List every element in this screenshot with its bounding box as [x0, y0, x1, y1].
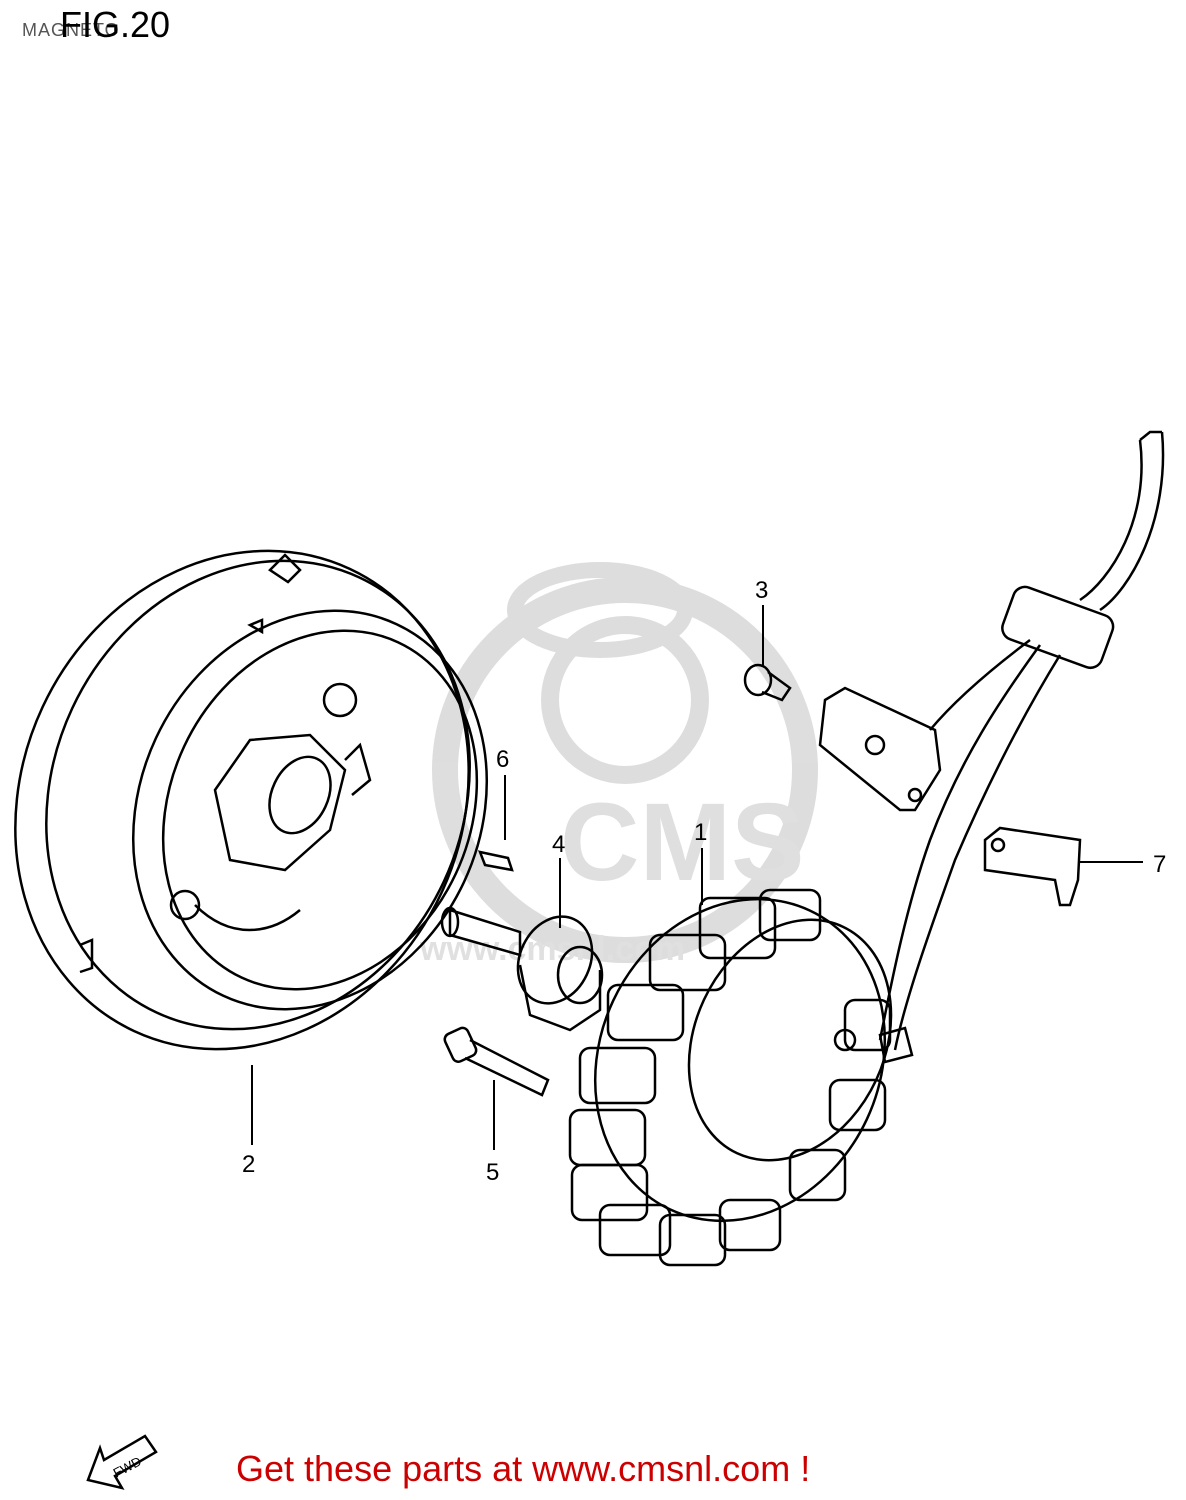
watermark-text: CMS — [560, 781, 804, 904]
wire-harness — [878, 430, 1165, 1064]
flywheel-rotor — [14, 549, 489, 1051]
callout-4: 4 — [552, 831, 565, 858]
watermark-url: www.cmsnl.com — [419, 930, 685, 968]
figure-title: FIG.20 — [60, 4, 171, 45]
callout-7: 7 — [1153, 851, 1166, 878]
callout-3: 3 — [755, 577, 768, 604]
stator-coil — [568, 888, 893, 1267]
screw-part-3 — [743, 663, 792, 702]
pickup-coil — [818, 686, 942, 812]
promo-link[interactable]: Get these parts at www.cmsnl.com ! — [236, 1448, 811, 1489]
forward-arrow-icon: FWD — [86, 1434, 158, 1490]
callout-2: 2 — [242, 1151, 255, 1178]
callout-6: 6 — [496, 746, 509, 773]
diagram-subtitle: MAGNETO — [22, 20, 120, 40]
bolt-part-5 — [443, 1026, 550, 1097]
key-part-6 — [478, 850, 514, 872]
cms-watermark-logo: CMS www.cmsnl.com — [419, 562, 818, 968]
callout-5: 5 — [486, 1159, 499, 1186]
leader-lines — [251, 605, 1143, 1150]
clamp-part-7 — [983, 826, 1082, 907]
rotor-bolt-part-4 — [440, 906, 604, 1032]
callout-1: 1 — [694, 819, 707, 846]
